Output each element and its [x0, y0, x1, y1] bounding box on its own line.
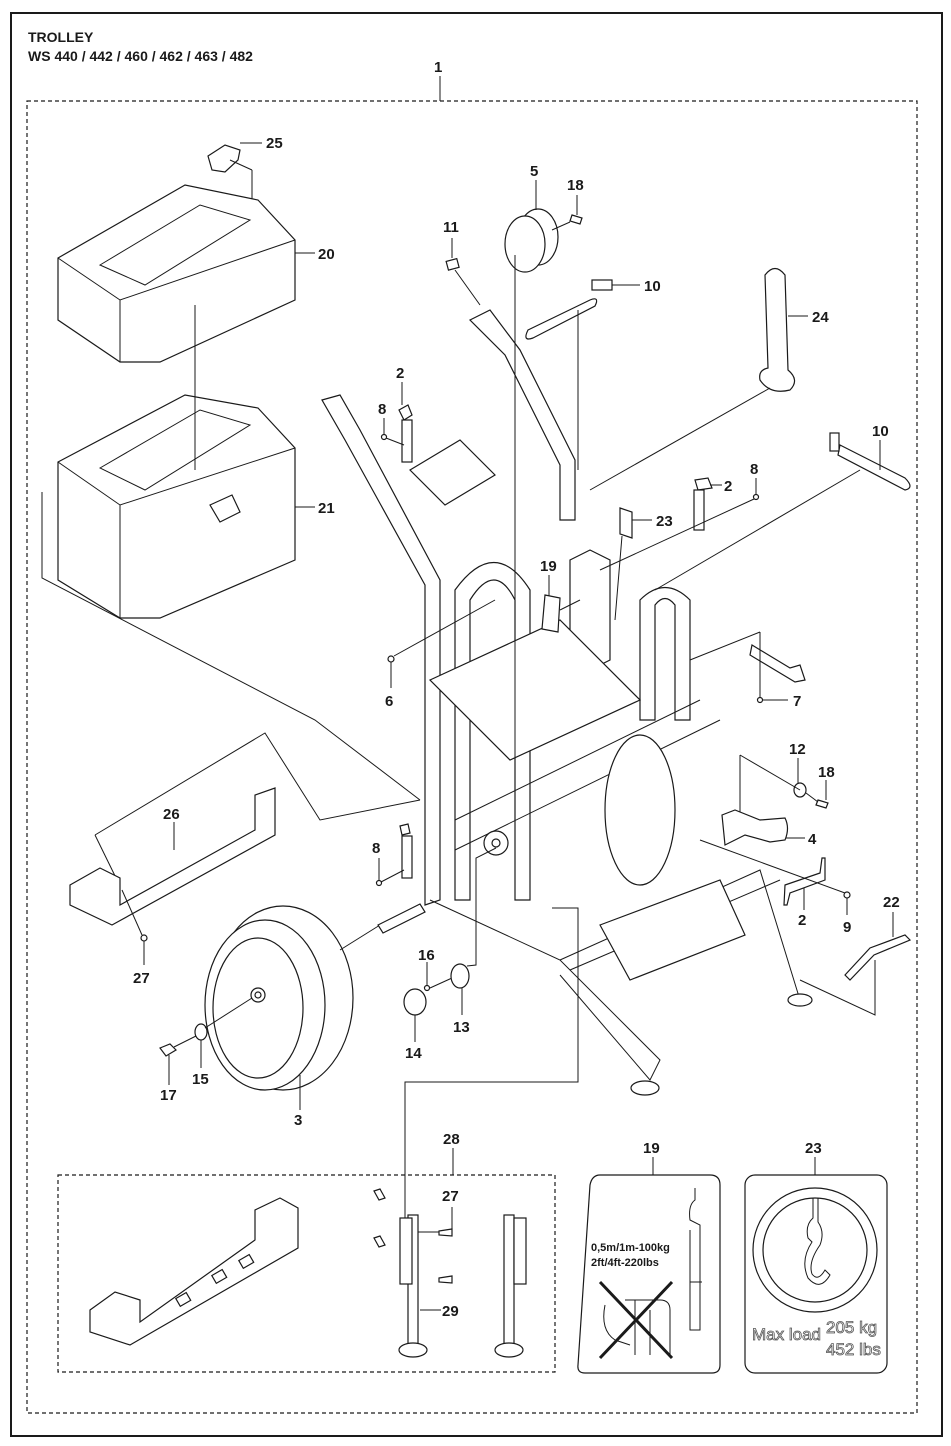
part-support-leg-left[interactable] [398, 1214, 441, 1358]
callout-5[interactable]: 5 [530, 163, 538, 180]
case-mount-guide [41, 492, 421, 801]
callout-15[interactable]: 15 [192, 1071, 209, 1088]
model-list: WS 440 / 442 / 460 / 462 / 463 / 482 [28, 48, 253, 64]
callout-24[interactable]: 24 [812, 309, 829, 326]
callout-20[interactable]: 20 [318, 246, 335, 263]
callout-11[interactable]: 11 [443, 219, 459, 236]
callout-22[interactable]: 22 [883, 894, 900, 911]
callout-1[interactable]: 1 [434, 59, 442, 76]
callout-23-frame[interactable]: 23 [656, 513, 673, 530]
part-screw-top[interactable] [551, 195, 583, 231]
part-wheel[interactable] [204, 903, 426, 1110]
part-screw-kit-a[interactable] [373, 1188, 386, 1201]
callout-19-decal[interactable]: 19 [643, 1140, 660, 1157]
part-knob-14[interactable] [403, 988, 427, 1042]
part-case-top[interactable] [57, 184, 315, 363]
part-case-bottom[interactable] [57, 305, 315, 619]
callout-3[interactable]: 3 [294, 1112, 302, 1129]
assembly-boundary [26, 100, 918, 1414]
stand-kit-boundary [57, 1174, 556, 1373]
callout-6[interactable]: 6 [385, 693, 393, 710]
part-foot-catch[interactable] [721, 755, 805, 846]
part-support-leg-right[interactable] [494, 1214, 527, 1358]
callout-26[interactable]: 26 [163, 806, 180, 823]
part-cover-plate[interactable] [69, 732, 421, 926]
part-strap-top[interactable] [525, 279, 640, 470]
callout-27-plate[interactable]: 27 [133, 970, 150, 987]
part-bracket-upper-left[interactable] [398, 382, 413, 463]
callout-8-upper[interactable]: 8 [378, 401, 386, 418]
decal-lifting-line1: 0,5m/1m-100kg [591, 1242, 670, 1254]
callout-2-upper[interactable]: 2 [396, 365, 404, 382]
part-nut-6[interactable] [387, 599, 496, 688]
callout-19-frame[interactable]: 19 [540, 558, 557, 575]
hanging-hook-icon [689, 1188, 702, 1331]
callout-9[interactable]: 9 [843, 919, 851, 936]
part-trolley-frame[interactable] [321, 309, 813, 1096]
callout-18-right[interactable]: 18 [818, 764, 835, 781]
page-title: TROLLEY [28, 29, 94, 45]
decal-lifting-line2: 2ft/4ft-220lbs [591, 1257, 659, 1269]
part-nut-upper[interactable] [380, 418, 405, 446]
callout-7[interactable]: 7 [793, 693, 801, 710]
part-support-plate[interactable] [89, 1197, 299, 1346]
page-border [10, 12, 943, 1437]
decal-lifting-warning[interactable]: 0,5m/1m-100kg 2ft/4ft-220lbs [577, 1174, 721, 1374]
part-screw-kit-b[interactable] [373, 1235, 386, 1248]
callout-10-top[interactable]: 10 [644, 278, 661, 295]
callout-14[interactable]: 14 [405, 1045, 422, 1062]
callout-4[interactable]: 4 [808, 831, 817, 848]
callout-28[interactable]: 28 [443, 1131, 460, 1148]
decal-max-load-label: Max load [752, 1325, 821, 1344]
part-washer-12[interactable] [739, 754, 807, 798]
decal-max-load-kg: 205 kg [826, 1318, 877, 1337]
callout-27-kit[interactable]: 27 [442, 1188, 459, 1205]
part-bracket-lower-right[interactable] [699, 839, 846, 910]
part-decal-lifting-small[interactable] [541, 575, 581, 633]
callout-21[interactable]: 21 [318, 500, 335, 517]
callout-10-right[interactable]: 10 [872, 423, 889, 440]
part-bracket-lower-left[interactable] [375, 823, 413, 887]
decal-max-load-lbs: 452 lbs [826, 1340, 881, 1359]
callout-12[interactable]: 12 [789, 741, 806, 758]
callout-18-top[interactable]: 18 [567, 177, 584, 194]
part-screw-kit-c[interactable] [438, 1275, 453, 1284]
part-pulley[interactable] [504, 180, 559, 850]
part-washer-15[interactable] [194, 997, 253, 1068]
callout-13[interactable]: 13 [453, 1019, 470, 1036]
prohibited-lifting-hook-icon [598, 1280, 674, 1360]
stand-kit-guide [404, 907, 579, 1230]
part-rubber-strip[interactable] [799, 912, 912, 1016]
callout-25[interactable]: 25 [266, 135, 283, 152]
callout-2-lower[interactable]: 2 [798, 912, 806, 929]
callout-8-right[interactable]: 8 [750, 461, 758, 478]
callout-16[interactable]: 16 [418, 947, 435, 964]
part-screw-9[interactable] [843, 891, 851, 915]
callout-2-right[interactable]: 2 [724, 478, 732, 495]
part-screw-18-right[interactable] [805, 780, 829, 809]
part-strap-right[interactable] [654, 432, 911, 591]
callout-8-lower[interactable]: 8 [372, 840, 380, 857]
callout-29[interactable]: 29 [442, 1303, 459, 1320]
part-decal-max-load-small[interactable] [614, 507, 652, 621]
part-catch-7[interactable] [689, 631, 806, 704]
part-flange-13[interactable] [450, 847, 497, 1015]
part-nut-right[interactable] [599, 478, 760, 571]
part-bolt-17[interactable] [159, 1035, 197, 1085]
part-cap[interactable] [445, 238, 481, 306]
crane-hook-icon [752, 1187, 878, 1313]
callout-23-decal[interactable]: 23 [805, 1140, 822, 1157]
part-bracket-right[interactable] [693, 477, 722, 531]
part-tie-strap[interactable] [589, 267, 808, 491]
decal-max-load[interactable]: Max load 205 kg 452 lbs [744, 1174, 888, 1374]
callout-17[interactable]: 17 [160, 1087, 177, 1104]
part-screw-16[interactable] [423, 962, 453, 992]
part-screw-27-plate[interactable] [121, 889, 148, 965]
